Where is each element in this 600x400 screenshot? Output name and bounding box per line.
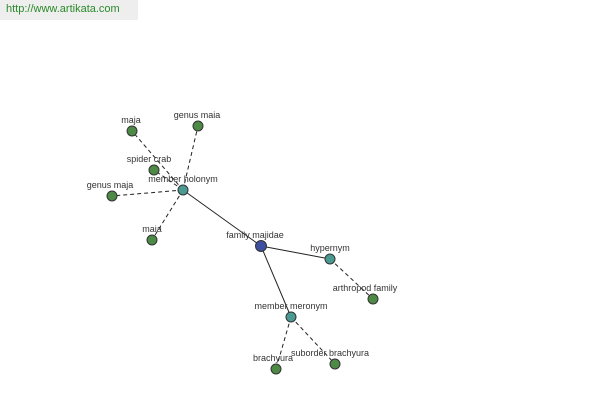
node-genus-maja[interactable] (106, 190, 118, 202)
graph-labels: family majidae member holonym hypernym memb… (87, 110, 398, 363)
node-label-brachyura[interactable]: brachyura (253, 353, 293, 363)
node-brachyura[interactable] (270, 363, 282, 375)
node-member-meronym[interactable] (285, 311, 297, 323)
node-maia[interactable] (146, 234, 158, 246)
node-member-holonym[interactable] (177, 184, 189, 196)
node-label-maia[interactable]: maia (142, 224, 162, 234)
graph-nodes (106, 120, 379, 375)
node-label-member-meronym[interactable]: member meronym (254, 301, 327, 311)
node-family-majidae[interactable] (255, 240, 267, 252)
node-label-spider-crab[interactable]: spider crab (127, 154, 172, 164)
node-label-suborder-brachyura[interactable]: suborder brachyura (291, 348, 369, 358)
node-label-family-majidae[interactable]: family majidae (226, 230, 284, 240)
edge-member-holonym-to-genus-maia (182, 125, 199, 191)
edge-hypernym-to-arthropod-family (329, 258, 374, 300)
node-label-hypernym[interactable]: hypernym (310, 243, 350, 253)
url-banner: http://www.artikata.com (0, 0, 138, 20)
edge-member-holonym-to-maja (131, 130, 184, 191)
edge-family-majidae-to-hypernym (260, 245, 331, 260)
node-label-member-holonym[interactable]: member holonym (148, 174, 218, 184)
edge-member-holonym-to-spider-crab (153, 169, 184, 191)
edge-member-holonym-to-genus-maja (111, 189, 184, 197)
node-hypernym[interactable] (324, 253, 336, 265)
graph-edges (111, 125, 374, 370)
node-genus-maia[interactable] (192, 120, 204, 132)
edge-member-meronym-to-brachyura (275, 316, 292, 370)
node-maja[interactable] (126, 125, 138, 137)
site-url-link[interactable]: http://www.artikata.com (6, 3, 120, 15)
edge-family-majidae-to-member-holonym (182, 189, 262, 247)
node-label-maja[interactable]: maja (121, 115, 141, 125)
edge-member-holonym-to-maia (151, 189, 184, 241)
edge-member-meronym-to-suborder-brachyura (290, 316, 336, 365)
node-suborder-brachyura[interactable] (329, 358, 341, 370)
edge-family-majidae-to-member-meronym (260, 245, 292, 318)
node-spider-crab[interactable] (148, 164, 160, 176)
node-label-genus-maja[interactable]: genus maja (87, 180, 134, 190)
node-arthropod-family[interactable] (367, 293, 379, 305)
node-label-arthropod-family[interactable]: arthropod family (333, 283, 398, 293)
node-label-genus-maia[interactable]: genus maia (174, 110, 221, 120)
